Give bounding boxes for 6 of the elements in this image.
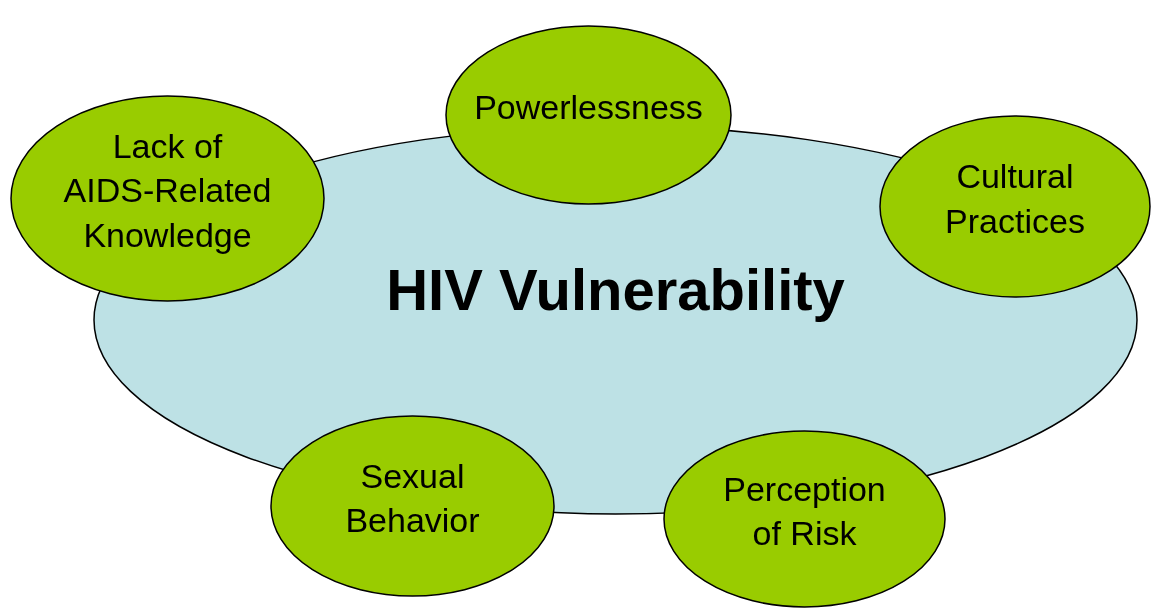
central-label: HIV Vulnerability bbox=[385, 258, 846, 322]
factor-label: Sexual Behavior bbox=[344, 455, 481, 541]
factor-label: Lack of AIDS-Related Knowledge bbox=[62, 126, 273, 256]
factor-label: Cultural Practices bbox=[944, 156, 1086, 242]
factor-label: Powerlessness bbox=[473, 86, 704, 128]
factor-label: Perception of Risk bbox=[722, 468, 887, 554]
